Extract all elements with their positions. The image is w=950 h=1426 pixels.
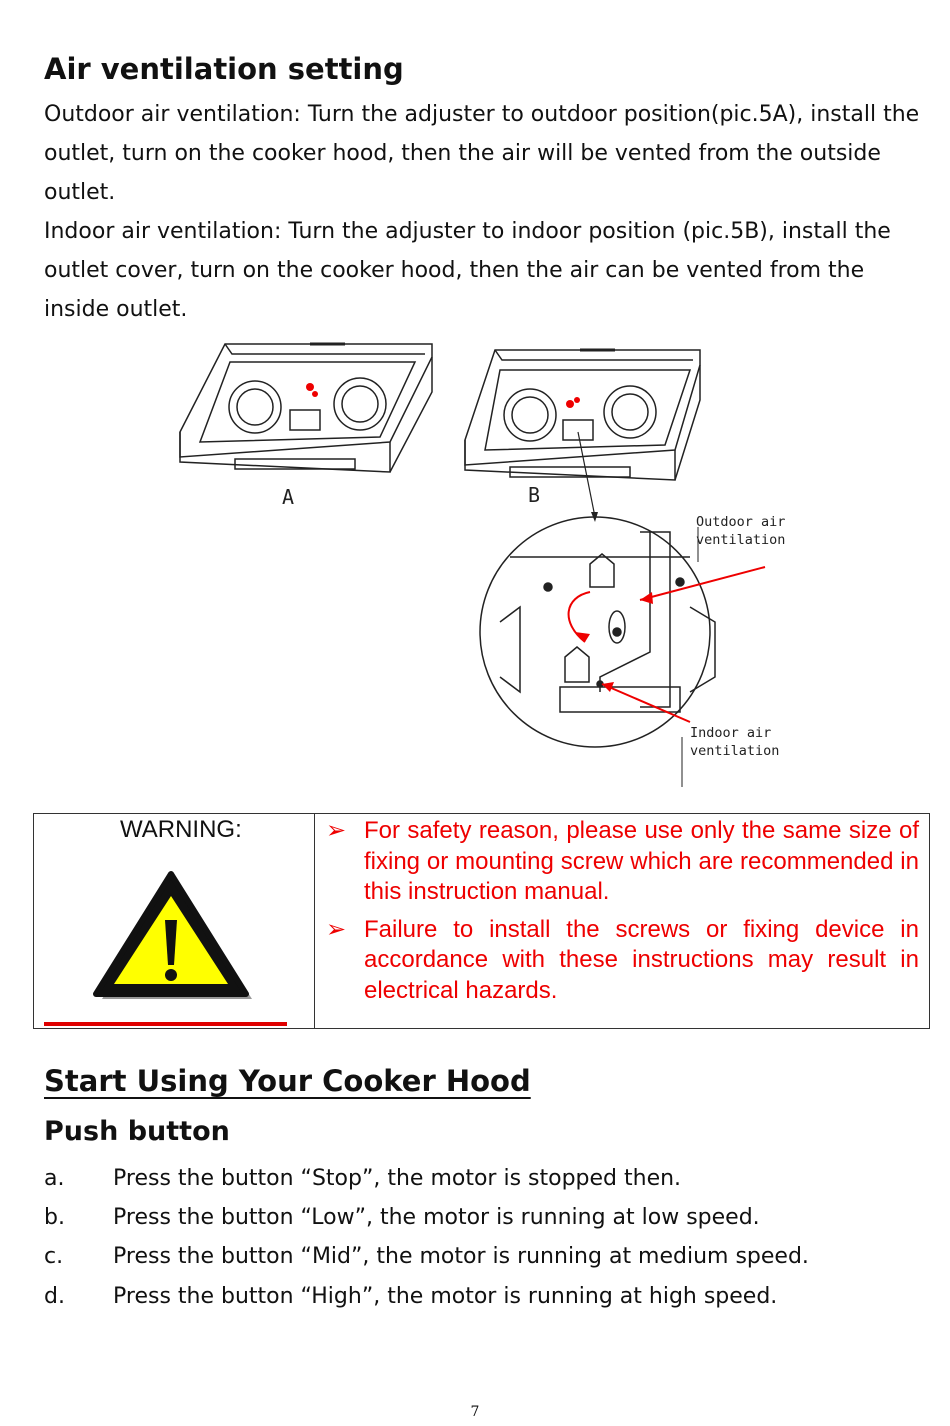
label-a: A [282, 485, 294, 509]
warning-box: WARNING: ➢ For safety reason, please use… [33, 813, 930, 1029]
warning-triangle-icon [93, 871, 252, 999]
warning-item: ➢ Failure to install the screws or fixin… [326, 915, 919, 1004]
arrow-bullet-icon: ➢ [326, 817, 347, 844]
hood-b-illustration [464, 348, 701, 481]
start-section-title: Start Using Your Cooker Hood [44, 1064, 531, 1098]
hood-a-illustration [179, 342, 433, 473]
page-number: 7 [470, 1404, 480, 1420]
push-button-subtitle: Push button [44, 1116, 230, 1147]
outdoor-label-1: Outdoor air [696, 514, 785, 530]
outdoor-label-2: ventilation [696, 532, 785, 548]
warning-title: WARNING: [120, 816, 242, 843]
warning-item: ➢ For safety reason, please use only the… [326, 817, 919, 905]
section-title: Air ventilation setting [44, 52, 404, 86]
cooker-hood-diagram: A B Outdoor air [179, 342, 785, 787]
indoor-label-1: Indoor air [690, 725, 771, 741]
indoor-label-2: ventilation [690, 743, 779, 759]
warning-red-line [44, 1022, 287, 1026]
label-b: B [528, 483, 540, 507]
warning-left-cell: WARNING: [34, 814, 315, 1028]
arrow-bullet-icon: ➢ [326, 915, 347, 943]
outdoor-ventilation-text: Outdoor air ventilation: Turn the adjust… [44, 102, 920, 205]
warning-messages: ➢ For safety reason, please use only the… [324, 814, 919, 1006]
adjuster-detail [479, 516, 716, 748]
indoor-ventilation-text: Indoor air ventilation: Turn the adjuste… [44, 219, 891, 322]
